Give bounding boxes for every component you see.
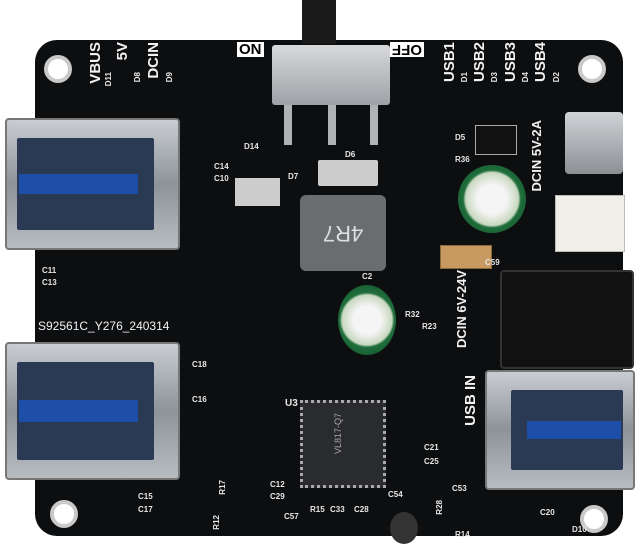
- label-dcin-6-24v: DCIN 6V-24V: [454, 270, 469, 349]
- ref-label: C21: [424, 443, 439, 452]
- jst-connector[interactable]: [555, 195, 625, 252]
- led-ref: D3: [490, 72, 499, 83]
- led-ref: D4: [521, 72, 530, 83]
- push-button[interactable]: [390, 512, 418, 544]
- ref-label: R12: [212, 515, 221, 530]
- ref-label: C25: [424, 457, 439, 466]
- ref-label: D7: [288, 172, 299, 181]
- mounting-hole: [580, 505, 608, 533]
- ref-label: R14: [455, 530, 470, 539]
- ref-label: C28: [354, 505, 369, 514]
- usb-hub-chip: VL817-Q7: [300, 400, 386, 488]
- diode-d5: [475, 125, 517, 155]
- mounting-hole: [578, 55, 606, 83]
- inductor: 4R7: [300, 195, 386, 271]
- ref-label: D14: [244, 142, 259, 151]
- led-ref: D9: [165, 72, 174, 83]
- ref-label: C14: [214, 162, 229, 171]
- led-ref: D11: [104, 72, 113, 87]
- ref-label: D10: [572, 525, 587, 534]
- ref-label: C12: [270, 480, 285, 489]
- switch-pin: [284, 105, 292, 145]
- ref-label: C54: [388, 490, 403, 499]
- usb-in-port[interactable]: [485, 370, 635, 490]
- label-dcin: DCIN: [145, 42, 162, 79]
- electrolytic-capacitor: [458, 165, 526, 233]
- ref-label: C10: [214, 174, 229, 183]
- usb-port-1[interactable]: [5, 118, 180, 250]
- electrolytic-capacitor: [338, 285, 396, 355]
- smd-capacitor-c59: [440, 245, 492, 269]
- diode-d6: [318, 160, 378, 186]
- mounting-hole: [50, 500, 78, 528]
- ref-label: C13: [42, 278, 57, 287]
- ref-label: R15: [310, 505, 325, 514]
- ref-label: C33: [330, 505, 345, 514]
- switch-pin: [370, 105, 378, 145]
- label-usb-in: USB IN: [462, 375, 479, 426]
- ref-label: C20: [540, 508, 555, 517]
- label-on: ON: [237, 41, 264, 58]
- ref-label: C11: [42, 266, 57, 275]
- ref-label: C29: [270, 492, 285, 501]
- ref-label: C17: [138, 505, 153, 514]
- label-usb1: USB1: [441, 42, 458, 83]
- slide-switch[interactable]: [272, 45, 390, 105]
- label-vbus: VBUS: [87, 42, 104, 84]
- label-usb4: USB4: [532, 42, 549, 83]
- dc-barrel-jack[interactable]: [500, 270, 634, 369]
- led-ref: D2: [552, 72, 561, 83]
- led-ref: D8: [133, 72, 142, 83]
- chip-marking: VL817-Q7: [333, 413, 343, 455]
- ref-label: R32: [405, 310, 420, 319]
- switch-pin: [328, 105, 336, 145]
- led-ref: D1: [460, 72, 469, 83]
- ref-label: R17: [218, 480, 227, 495]
- ref-label: C18: [192, 360, 207, 369]
- usb-port-2[interactable]: [5, 342, 180, 480]
- chip-ref: U3: [285, 398, 298, 409]
- switch-knob[interactable]: [302, 0, 336, 44]
- diode-d7: [235, 178, 280, 206]
- ref-label: C53: [452, 484, 467, 493]
- ref-label: C59: [485, 258, 500, 267]
- ref-label: R28: [435, 500, 444, 515]
- ref-label: C15: [138, 492, 153, 501]
- ref-label: C57: [284, 512, 299, 521]
- label-off: OFF: [390, 41, 424, 58]
- mounting-hole: [44, 55, 72, 83]
- ref-label: C2: [362, 272, 373, 281]
- ref-label: C16: [192, 395, 207, 404]
- label-usb2: USB2: [471, 42, 488, 83]
- label-usb3: USB3: [502, 42, 519, 83]
- ref-label: D5: [455, 133, 466, 142]
- micro-usb-connector[interactable]: [565, 112, 623, 174]
- ref-label: R36: [455, 155, 470, 164]
- label-5v: 5V: [114, 42, 131, 61]
- label-dcin-5v: DCIN 5V-2A: [529, 120, 544, 192]
- ref-label: R23: [422, 322, 437, 331]
- serial-label: S92561C_Y276_240314: [38, 319, 170, 333]
- ref-label: D6: [345, 150, 356, 159]
